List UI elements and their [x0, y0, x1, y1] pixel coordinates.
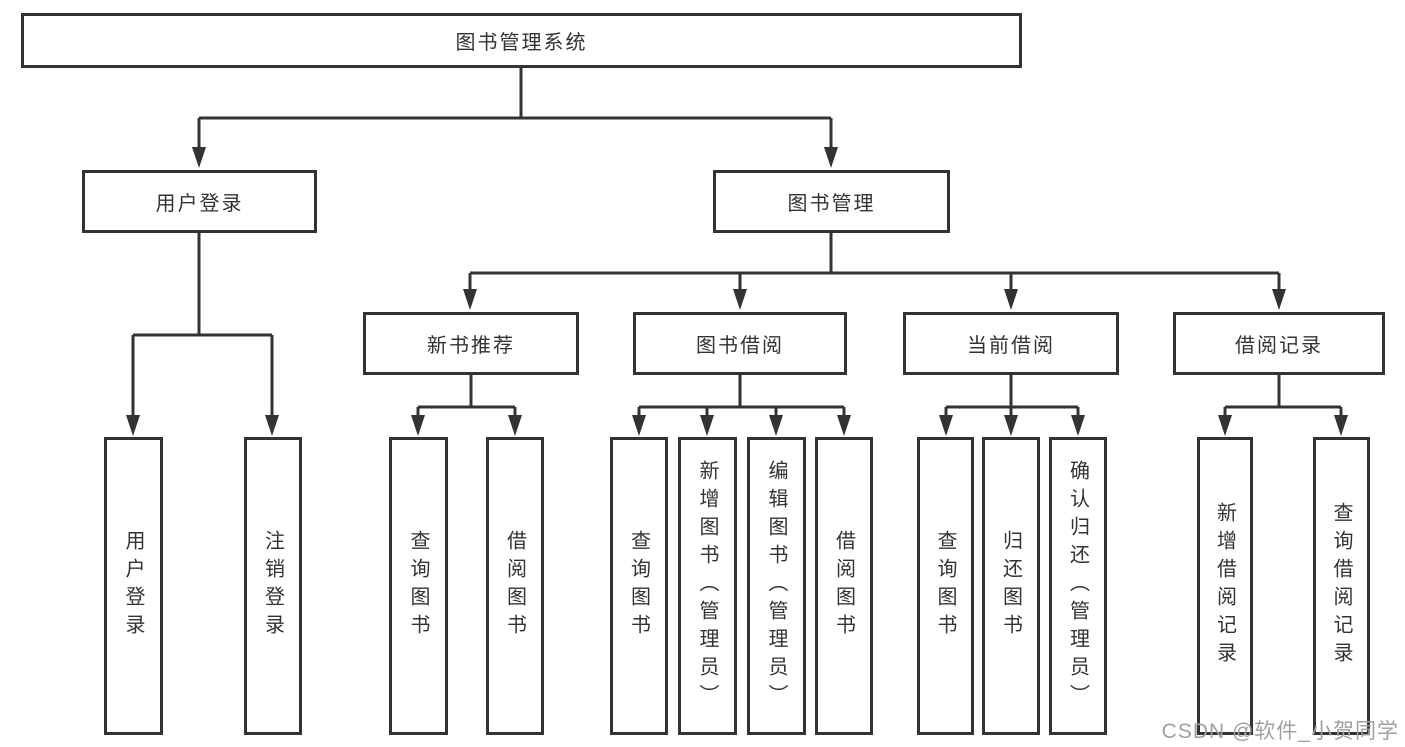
leaf-query-books-borrowing: 查询图书 [610, 437, 668, 735]
leaf-add-books-admin: 新增图书（管理员） [678, 437, 737, 735]
leaf-return-books: 归还图书 [982, 437, 1040, 735]
leaf-edit-books-admin: 编辑图书（管理员） [747, 437, 806, 735]
node-user-login: 用户登录 [82, 170, 317, 233]
leaf-confirm-return-admin: 确认归还（管理员） [1049, 437, 1107, 735]
leaf-add-borrow-record: 新增借阅记录 [1197, 437, 1253, 735]
node-borrow-records: 借阅记录 [1173, 312, 1385, 375]
node-book-management: 图书管理 [713, 170, 950, 233]
leaf-query-books-current: 查询图书 [917, 437, 974, 735]
leaf-borrow-books-borrowing: 借阅图书 [815, 437, 873, 735]
node-new-book-recommend: 新书推荐 [363, 312, 579, 375]
leaf-query-borrow-record: 查询借阅记录 [1313, 437, 1370, 735]
node-current-borrowing: 当前借阅 [903, 312, 1119, 375]
leaf-user-login: 用户登录 [104, 437, 163, 735]
leaf-query-books-recommend: 查询图书 [389, 437, 448, 735]
leaf-logout: 注销登录 [244, 437, 302, 735]
leaf-borrow-books-recommend: 借阅图书 [486, 437, 544, 735]
arrowheads [126, 147, 1348, 436]
node-book-borrowing: 图书借阅 [633, 312, 847, 375]
watermark: CSDN @软件_小贺同学 [1161, 720, 1399, 743]
node-root: 图书管理系统 [21, 13, 1022, 68]
